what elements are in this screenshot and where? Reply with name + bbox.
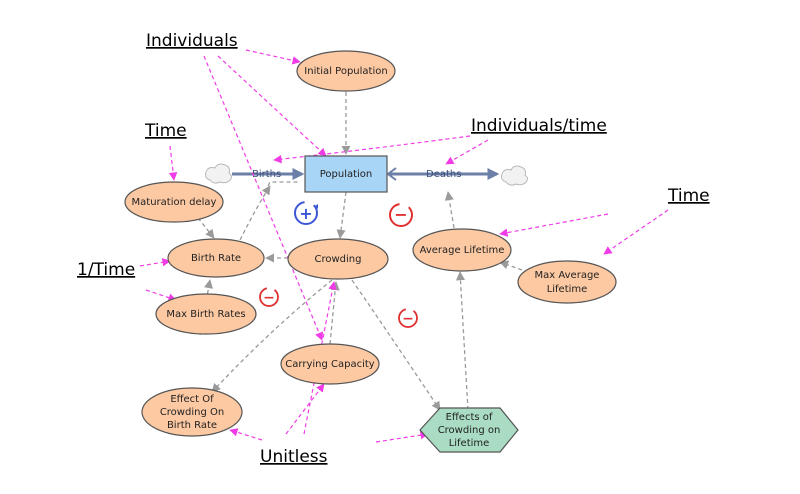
svg-text:Max Birth Rates: Max Birth Rates [166,309,245,320]
effects-crowding-lifetime-converter[interactable]: Effects of Crowding on Lifetime [419,407,519,453]
svg-text:Carrying Capacity: Carrying Capacity [285,359,375,370]
svg-text:Crowding: Crowding [315,254,362,265]
initial-population-variable[interactable]: Initial Population [296,50,396,92]
unit-label-individuals-per-time: Individuals/time [471,116,607,136]
svg-text:Average Lifetime: Average Lifetime [420,245,505,256]
average-lifetime-variable[interactable]: Average Lifetime [412,228,512,272]
effect-crowding-birth-rate-variable[interactable]: Effect Of Crowding On Birth Rate [141,387,243,437]
population-stock[interactable]: Population [304,155,388,193]
population-label: Population [320,169,373,180]
deaths-flow[interactable] [386,167,500,181]
svg-text:Crowding on: Crowding on [438,425,501,436]
causal-links [197,92,523,411]
maturation-delay-variable[interactable]: Maturation delay [124,181,224,223]
svg-text:Maturation delay: Maturation delay [132,197,217,208]
cloud-icon [205,163,232,184]
minus-loop-icon: − [398,308,418,328]
svg-text:−: − [394,205,407,224]
crowding-variable[interactable]: Crowding [287,238,389,280]
svg-text:Effect Of: Effect Of [170,394,214,405]
unit-label-time-left: Time [144,121,187,141]
svg-text:+: + [299,204,312,223]
svg-text:Birth Rate: Birth Rate [191,253,241,264]
unit-label-one-over-time: 1/Time [77,260,135,280]
max-birth-rates-variable[interactable]: Max Birth Rates [155,293,257,335]
cloud-icon [501,165,528,186]
deaths-label: Deaths [426,169,461,180]
svg-text:−: − [263,290,275,306]
svg-text:Initial Population: Initial Population [304,66,387,77]
minus-loop-icon: − [259,287,279,307]
svg-text:Lifetime: Lifetime [449,438,490,449]
unit-label-individuals: Individuals [146,31,238,51]
max-average-lifetime-variable[interactable]: Max Average Lifetime [517,260,617,304]
unit-links [139,49,669,443]
svg-text:−: − [402,311,414,327]
svg-text:Crowding On: Crowding On [160,407,224,418]
carrying-capacity-variable[interactable]: Carrying Capacity [280,343,380,385]
svg-text:Birth Rate: Birth Rate [167,420,217,431]
plus-loop-icon: + [294,201,318,225]
minus-loop-icon: − [389,203,413,227]
unit-label-unitless: Unitless [260,447,328,467]
births-label: Births [252,169,281,180]
svg-text:Effects of: Effects of [446,412,493,423]
birth-rate-variable[interactable]: Birth Rate [167,238,265,278]
svg-text:Lifetime: Lifetime [547,284,588,295]
unit-label-time-right: Time [667,186,710,206]
svg-text:Max Average: Max Average [535,270,600,281]
